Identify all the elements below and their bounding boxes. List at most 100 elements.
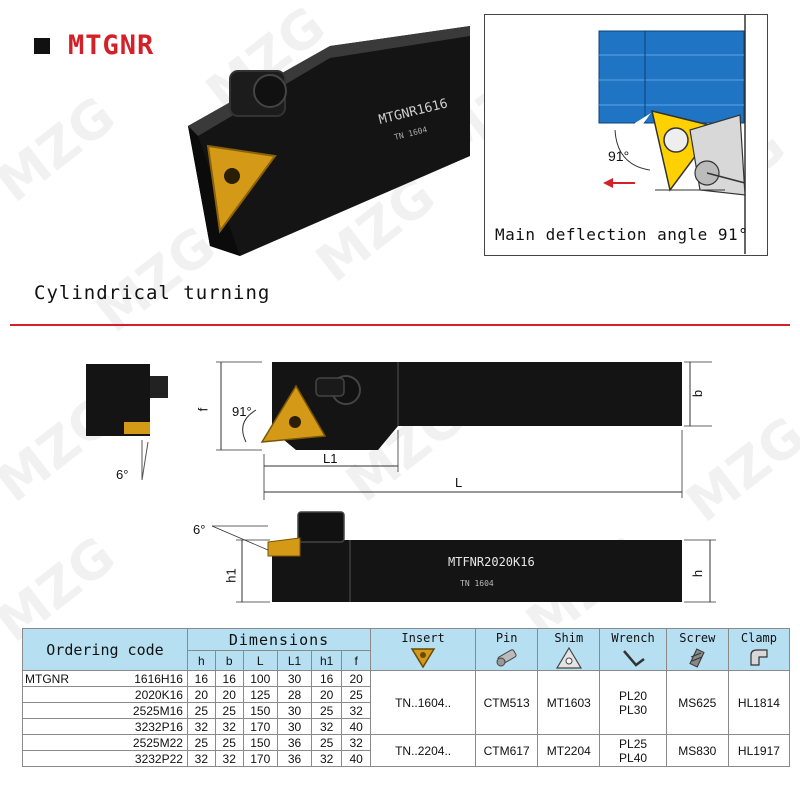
dim-cell: 25 bbox=[186, 734, 216, 751]
dim-cell: 20 bbox=[214, 686, 244, 703]
wrench-size: PL30 bbox=[619, 702, 648, 717]
deflection-angle-label: 91° bbox=[608, 148, 630, 164]
series-cell bbox=[21, 750, 100, 767]
screw-header: Screw bbox=[665, 628, 729, 671]
clamp-header: Clamp bbox=[727, 628, 791, 671]
wrench-size: PL40 bbox=[619, 750, 648, 765]
pin-cell: CTM617 bbox=[475, 734, 539, 767]
dim-cell: 16 bbox=[311, 670, 343, 687]
series-cell bbox=[21, 702, 100, 719]
dim-cell: 20 bbox=[311, 686, 343, 703]
table-row: 2525M22 25 25 150 36 25 32 TN..2204.. CT… bbox=[21, 734, 791, 767]
insert-icon bbox=[410, 648, 436, 669]
dim-cell: 32 bbox=[341, 702, 372, 719]
dim-cell: 25 bbox=[341, 686, 372, 703]
dim-side-angle: 6° bbox=[116, 467, 129, 482]
dim-cell: 100 bbox=[242, 670, 278, 687]
wrench-icon bbox=[623, 650, 645, 667]
code-cell: 2020K16 bbox=[99, 686, 188, 703]
col-L: L bbox=[242, 650, 278, 671]
shim-cell: MT1603 bbox=[537, 670, 601, 735]
table-row: 3232P22 32 32 170 36 32 40 bbox=[21, 750, 790, 767]
dim-h: h bbox=[690, 569, 706, 578]
shim-icon bbox=[555, 647, 582, 669]
dim-cell: 25 bbox=[214, 734, 244, 751]
clamp-cell: HL1917 bbox=[727, 734, 791, 767]
dim-cell: 16 bbox=[214, 670, 244, 687]
col-h1: h1 bbox=[311, 650, 343, 671]
insert-cell: TN..2204.. bbox=[370, 734, 477, 767]
technical-drawing: MTFNR2020K16 TN 1604 bbox=[86, 361, 716, 603]
col-b: b bbox=[214, 650, 244, 671]
clamp-cell: HL1814 bbox=[727, 670, 791, 735]
wrench-header: Wrench bbox=[599, 628, 667, 671]
dim-cell: 125 bbox=[242, 686, 278, 703]
header-bullet bbox=[34, 38, 50, 54]
dim-cell: 150 bbox=[242, 702, 278, 719]
dim-cell: 150 bbox=[242, 734, 278, 751]
spec-table: Ordering code Dimensions Insert Pin Shim… bbox=[21, 628, 791, 767]
dim-cell: 32 bbox=[311, 718, 343, 735]
code-cell: 1616H16 bbox=[99, 670, 188, 687]
table-row: 2020K16 20 20 125 28 20 25 bbox=[21, 686, 790, 703]
series-cell bbox=[21, 686, 100, 703]
deflection-angle-diagram bbox=[484, 14, 768, 256]
col-h: h bbox=[186, 650, 216, 671]
dim-h1: h1 bbox=[223, 568, 239, 583]
dim-angle: 91° bbox=[232, 404, 252, 419]
dim-cell: 25 bbox=[214, 702, 244, 719]
code-cell: 3232P22 bbox=[99, 750, 188, 767]
clamp-icon bbox=[750, 649, 768, 666]
insert-header: Insert bbox=[370, 628, 477, 671]
dim-cell: 170 bbox=[242, 718, 278, 735]
dim-cell: 32 bbox=[341, 734, 372, 751]
dim-cell: 32 bbox=[186, 718, 216, 735]
dim-cell: 25 bbox=[311, 702, 343, 719]
ordering-code-header: Ordering code bbox=[22, 628, 188, 671]
dim-cell: 32 bbox=[186, 750, 216, 767]
wrench-size: PL25 bbox=[619, 736, 648, 751]
page-title: MTGNR bbox=[68, 30, 155, 61]
side-marking-sub: TN 1604 bbox=[460, 579, 494, 588]
col-f: f bbox=[341, 650, 372, 671]
shim-cell: MT2204 bbox=[537, 734, 601, 767]
dim-b: b bbox=[690, 389, 706, 398]
dim-f: f bbox=[195, 407, 211, 412]
shim-header: Shim bbox=[537, 628, 601, 671]
dim-cell: 32 bbox=[214, 718, 244, 735]
dim-cell: 36 bbox=[276, 750, 313, 767]
watermark: MZG bbox=[0, 85, 127, 215]
table-row: 3232P16 32 32 170 30 32 40 bbox=[21, 718, 790, 735]
series-cell bbox=[21, 734, 100, 751]
dim-cell: 32 bbox=[214, 750, 244, 767]
insert-cell: TN..1604.. bbox=[370, 670, 477, 735]
dimensions-header: Dimensions bbox=[186, 628, 372, 651]
dim-cell: 30 bbox=[276, 718, 313, 735]
deflection-angle-caption: Main deflection angle 91° bbox=[495, 225, 749, 244]
series-cell bbox=[21, 718, 100, 735]
code-cell: 2525M22 bbox=[99, 734, 188, 751]
dim-cell: 30 bbox=[276, 702, 313, 719]
screw-cell: MS625 bbox=[665, 670, 729, 735]
section-caption: Cylindrical turning bbox=[34, 282, 271, 304]
pin-cell: CTM513 bbox=[475, 670, 539, 735]
col-L1: L1 bbox=[276, 650, 313, 671]
section-divider bbox=[10, 324, 790, 326]
screw-icon bbox=[689, 648, 705, 668]
dim-cell: 30 bbox=[276, 670, 313, 687]
dim-L1: L1 bbox=[323, 451, 338, 466]
angle-diagram-graphic bbox=[598, 15, 746, 254]
tool-holder-photo: MTGNR1616 TN 1604 bbox=[188, 26, 470, 256]
dim-cell: 16 bbox=[186, 670, 216, 687]
dim-cell: 170 bbox=[242, 750, 278, 767]
table-row: MTGNR 1616H16 16 16 100 30 16 20 TN..160… bbox=[21, 670, 791, 735]
dim-cell: 40 bbox=[341, 750, 372, 767]
dim-cell: 25 bbox=[186, 702, 216, 719]
dim-cell: 20 bbox=[186, 686, 216, 703]
screw-cell: MS830 bbox=[665, 734, 729, 767]
side-marking: MTFNR2020K16 bbox=[448, 555, 535, 569]
dim-cell: 28 bbox=[276, 686, 313, 703]
dim-L: L bbox=[455, 475, 463, 490]
